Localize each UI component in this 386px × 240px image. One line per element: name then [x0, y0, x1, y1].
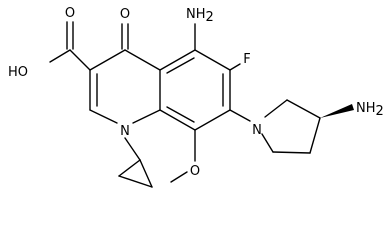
bond-double — [166, 57, 195, 74]
bond — [229, 63, 241, 71]
bond — [159, 49, 196, 71]
atom-label-fluorine: F — [243, 52, 250, 67]
atom-label-oxo-o: O — [120, 7, 130, 22]
atom-label-acid-o: O — [65, 6, 75, 21]
bond — [264, 99, 288, 118]
bond — [69, 49, 91, 71]
bond — [286, 99, 321, 119]
bond — [89, 49, 126, 71]
bond — [194, 109, 231, 131]
bond — [124, 137, 141, 161]
bond — [132, 109, 161, 124]
stereo-wedge-bond — [320, 104, 354, 118]
bond — [49, 49, 71, 63]
atom-label-ring-n: N — [120, 124, 130, 139]
bond — [118, 175, 153, 188]
bond — [272, 151, 311, 154]
atom-label-acid-ho: HO — [8, 65, 28, 80]
bond-double — [166, 106, 195, 123]
bond — [159, 109, 196, 131]
bond — [89, 109, 118, 124]
atom-label-methoxy-o: O — [190, 164, 200, 179]
structure-diagram: O NH2 F O HO N N NH2 O — [8, 6, 384, 188]
bond — [124, 49, 161, 71]
bond-set — [49, 21, 321, 188]
bond — [309, 117, 321, 154]
bond — [261, 133, 274, 153]
atom-label-nh2-right: NH2 — [356, 101, 384, 119]
bond — [118, 159, 141, 177]
atom-label-pyrrolidine-n: N — [252, 123, 262, 138]
bond — [139, 159, 153, 188]
bond — [170, 171, 188, 183]
atom-label-nh2-top: NH2 — [186, 7, 214, 25]
bond — [194, 49, 231, 71]
bond — [229, 109, 251, 122]
